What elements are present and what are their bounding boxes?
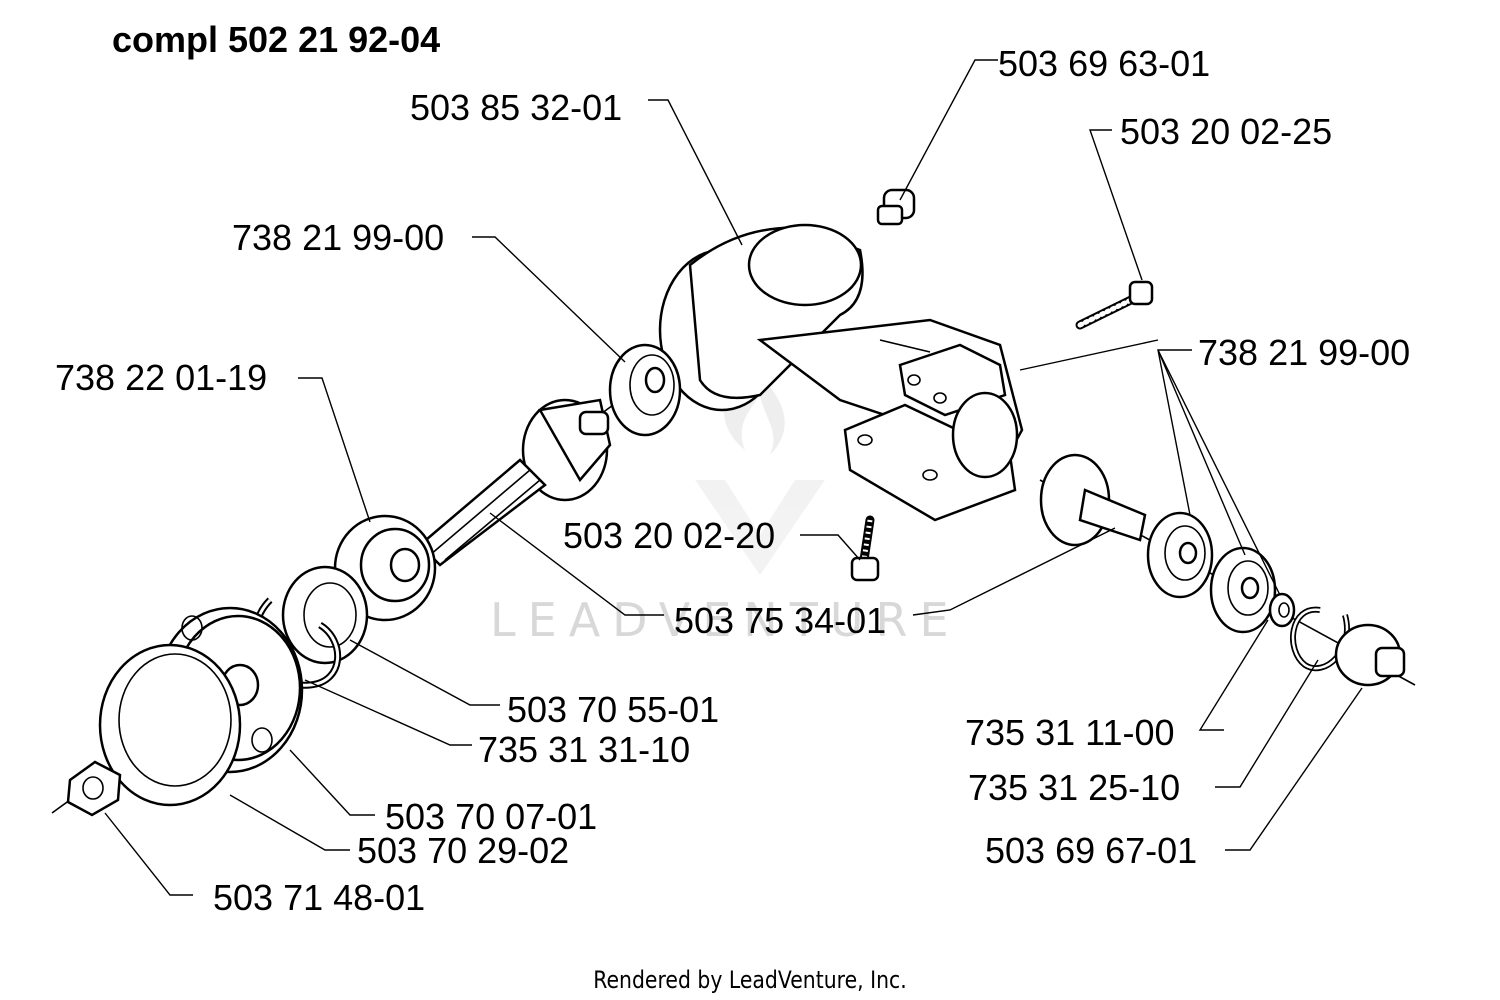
plug-screw: [876, 188, 916, 226]
label-503-85-32-01: 503 85 32-01: [410, 87, 622, 128]
support-cup: [98, 643, 242, 807]
label-503-71-48-01: 503 71 48-01: [213, 877, 425, 918]
splined-input-shaft: [414, 458, 547, 567]
label-503-69-63-01: 503 69 63-01: [998, 43, 1210, 84]
washer: [1268, 592, 1296, 628]
input-bearing: [608, 343, 682, 437]
spacer-ring: [281, 565, 369, 665]
housing-screw-long: [1075, 280, 1154, 330]
assembly-title: compl 502 21 92-04: [112, 19, 440, 60]
label-738-21-99-00-right: 738 21 99-00: [1198, 332, 1410, 373]
gear-housing: [658, 223, 1024, 522]
pinion-gear: [521, 398, 612, 502]
lock-nut: [66, 760, 122, 817]
output-bevel-gear: [1039, 453, 1147, 547]
output-bearing-2: [1209, 546, 1277, 634]
label-503-70-07-01: 503 70 07-01: [385, 796, 597, 837]
label-738-21-99-00-left: 738 21 99-00: [232, 217, 444, 258]
label-735-31-25-10: 735 31 25-10: [968, 767, 1180, 808]
label-503-69-67-01: 503 69 67-01: [985, 830, 1197, 871]
label-503-70-29-02: 503 70 29-02: [357, 830, 569, 871]
label-738-22-01-19: 738 22 01-19: [55, 357, 267, 398]
label-503-75-34-01: 503 75 34-01: [674, 600, 886, 641]
label-503-70-55-01: 503 70 55-01: [507, 689, 719, 730]
footer-credit: Rendered by LeadVenture, Inc.: [593, 966, 906, 994]
output-collar: [1334, 623, 1406, 687]
leader-lines: [104, 59, 1363, 896]
housing-screw-short: [850, 515, 880, 582]
watermark-text: LEADVENTURE: [490, 593, 961, 647]
label-735-31-11-00: 735 31 11-00: [965, 712, 1175, 753]
label-735-31-31-10: 735 31 31-10: [478, 729, 690, 770]
label-503-20-02-25: 503 20 02-25: [1120, 111, 1332, 152]
label-503-20-02-20: 503 20 02-20: [563, 515, 775, 556]
output-bearing-1: [1146, 511, 1214, 599]
